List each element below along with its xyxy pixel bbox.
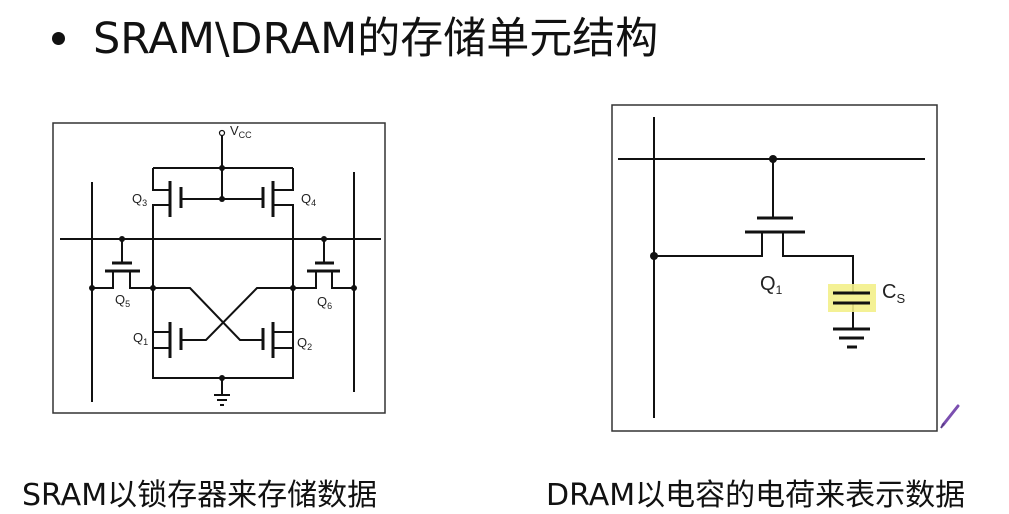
dram-frame (611, 104, 938, 432)
sram-bit-lines (91, 172, 355, 402)
capacitor-icon (833, 291, 870, 305)
vcc-label: VCC (230, 123, 252, 140)
q4-label: Q4 (301, 191, 316, 208)
cross-coupling (153, 287, 293, 341)
sram-ground-icon (214, 394, 230, 406)
q2-label: Q2 (297, 335, 312, 352)
q5-label: Q5 (115, 292, 130, 309)
sram-frame (52, 122, 386, 414)
bullet-icon (52, 31, 65, 45)
dram-ground-icon (833, 327, 870, 349)
dram-nodes (650, 155, 777, 260)
pencil-icon[interactable] (940, 404, 960, 429)
load-transistors (168, 181, 275, 217)
capacitor-highlight (828, 284, 876, 312)
q6-wiring (293, 239, 354, 289)
slide-title-text: SRAM\DRAM的存储单元结构 (93, 14, 659, 64)
dram-transistor (745, 216, 805, 234)
sram-nodes (89, 165, 357, 381)
q5-transistor (105, 261, 140, 273)
dram-cell-diagram: Q1 CS (611, 104, 938, 432)
dram-caption: DRAM以电容的电荷来表示数据 (546, 478, 966, 513)
sram-cell-diagram: VCC Q3 Q4 Q5 Q6 Q1 Q2 (52, 122, 386, 414)
dram-q1-label: Q1 (760, 273, 783, 297)
dram-wiring (654, 159, 854, 329)
sram-caption: SRAM以锁存器来存储数据 (22, 478, 378, 513)
q6-transistor (307, 261, 340, 273)
q1-label: Q1 (133, 330, 148, 347)
driver-transistors (168, 322, 275, 358)
cs-label: CS (882, 281, 905, 306)
slide-title: SRAM\DRAM的存储单元结构 (52, 4, 658, 66)
vcc-terminal (218, 129, 226, 137)
q5-wiring (92, 239, 153, 289)
q3-label: Q3 (132, 191, 147, 208)
q6-label: Q6 (317, 294, 332, 311)
